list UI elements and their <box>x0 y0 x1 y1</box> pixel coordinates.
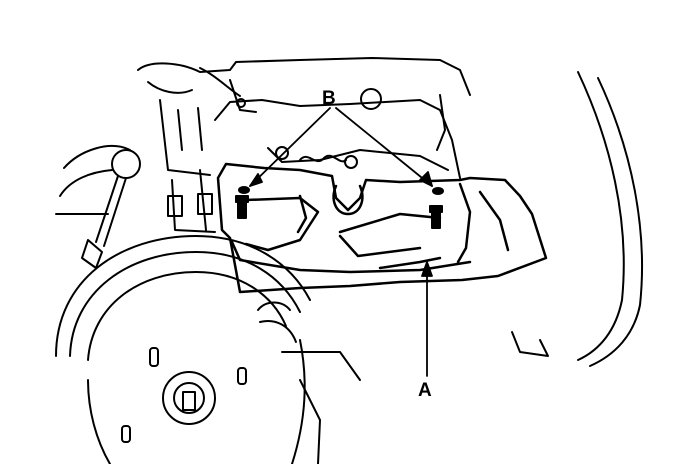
callout-a-label: A <box>418 380 432 401</box>
tie-rod <box>82 150 140 268</box>
suspension-strut <box>56 100 215 232</box>
callout-b-label: B <box>322 88 336 109</box>
leader-lines <box>250 108 432 376</box>
brake-disc-hub <box>56 236 360 464</box>
bolts <box>236 187 443 228</box>
engine-block <box>138 58 470 178</box>
fender-liner <box>512 72 642 366</box>
